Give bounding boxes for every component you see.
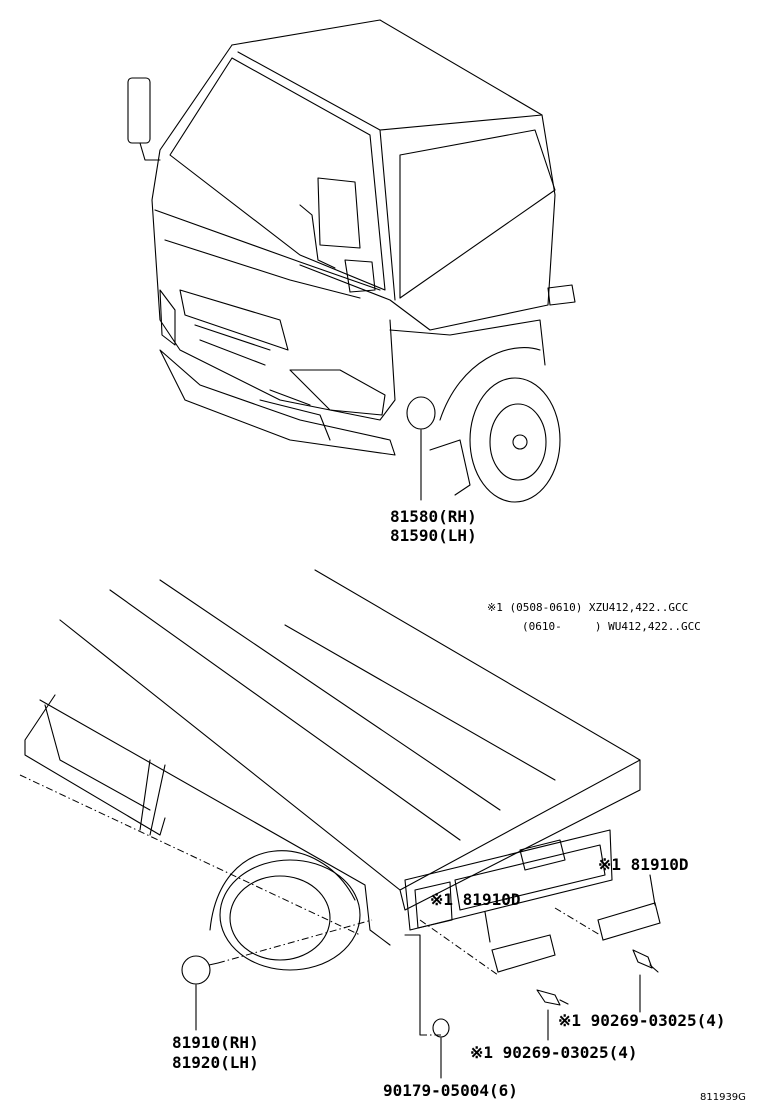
label-screw-upper: ※1 90269-03025(4) xyxy=(558,1011,726,1030)
label-rear-reflector-upper: ※1 81910D xyxy=(598,855,689,874)
label-rear-reflector-lower: ※1 81910D xyxy=(430,890,521,909)
note-line-2: (0610- ) WU412,422..GCC xyxy=(522,620,701,633)
label-side-marker-rh: 81910(RH) xyxy=(172,1033,259,1052)
truck-bed-rear xyxy=(19,569,661,1079)
label-side-marker-lh: 81920(LH) xyxy=(172,1053,259,1072)
diagram-code: 811939G xyxy=(700,1092,746,1103)
truck-cab-front xyxy=(127,19,576,503)
label-front-fog-rh: 81580(RH) xyxy=(390,507,477,526)
label-screw-lower: ※1 90269-03025(4) xyxy=(470,1043,638,1062)
label-front-fog-lh: 81590(LH) xyxy=(390,526,477,545)
label-clip: 90179-05004(6) xyxy=(383,1081,518,1100)
note-line-1: ※1 (0508-0610) XZU412,422..GCC xyxy=(487,601,689,614)
